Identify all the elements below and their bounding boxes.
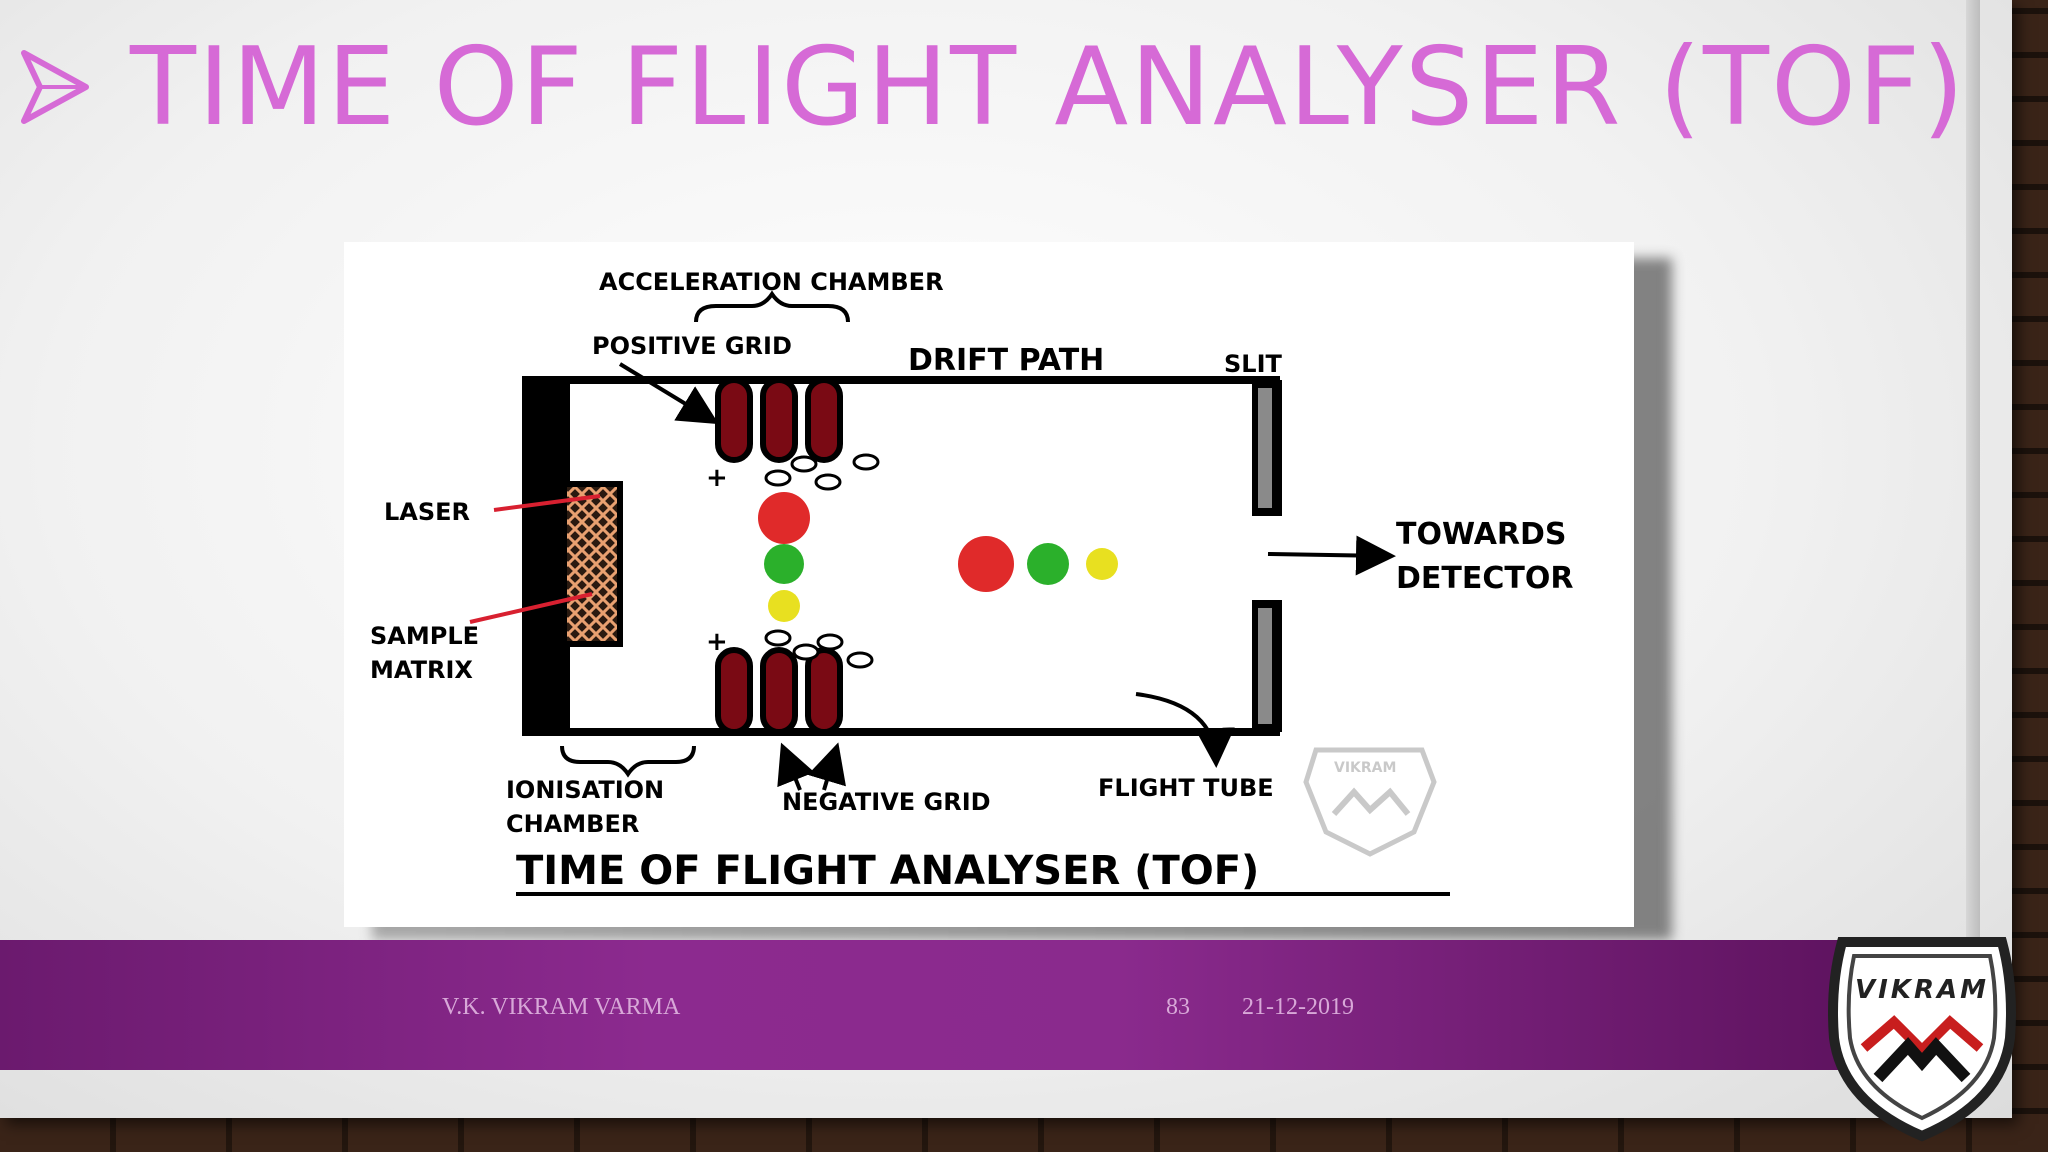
logo-mark-red (1860, 1015, 1984, 1058)
slit-lower-inner (1258, 608, 1272, 724)
label-towards: TOWARDS (1396, 517, 1567, 552)
label-acceleration-chamber: ACCELERATION CHAMBER (599, 268, 944, 296)
label-detector: DETECTOR (1396, 561, 1573, 596)
ion-light-drift (1086, 548, 1118, 580)
arrow-bullet-icon (21, 50, 89, 124)
caption-underline (516, 892, 1450, 896)
line-sample-matrix (469, 592, 593, 624)
line-laser (493, 494, 601, 512)
title-row: TIME OF FLIGHT ANALYSER (TOF) (20, 22, 1966, 152)
footer-date: 21-12-2019 (1242, 994, 1354, 1020)
arrow-towards-detector (1267, 535, 1396, 576)
arrow-positive-grid (618, 362, 719, 425)
slit-upper-inner (1258, 388, 1272, 508)
watermark-text: VIKRAM (1334, 760, 1396, 776)
diagram-caption: TIME OF FLIGHT ANALYSER (TOF) (516, 848, 1259, 894)
electron-symbols (764, 453, 880, 669)
label-ionisation: IONISATION (506, 776, 664, 804)
ion-light-accel (768, 590, 800, 622)
ion-heavy-drift (958, 536, 1014, 592)
label-positive-grid: POSITIVE GRID (592, 332, 792, 360)
ion-heavy-accel (758, 492, 810, 544)
label-matrix: MATRIX (370, 656, 473, 684)
tof-diagram: + + ACCELERATION CHAMBER POSITIVE GRID D… (344, 242, 1634, 927)
logo-text: VIKRAM (1855, 975, 1989, 1005)
arrow-flight-tube (1135, 692, 1235, 768)
tof-diagram-svg: + + ACCELERATION CHAMBER POSITIVE GRID D… (370, 268, 1573, 896)
vikram-shield-logo: VIKRAM (1828, 937, 2016, 1142)
slide-edge (1966, 0, 1980, 1086)
footer-author: V.K. VIKRAM VARMA (442, 994, 681, 1020)
watermark-logo: VIKRAM (1303, 747, 1437, 857)
footer-page-number: 83 (1166, 994, 1190, 1020)
plus-sign-top: + (706, 463, 728, 493)
arrow-negative-grid-1 (777, 742, 815, 791)
label-flight-tube: FLIGHT TUBE (1098, 774, 1274, 802)
brace-acceleration (694, 290, 850, 323)
positive-grid (715, 377, 843, 463)
label-drift-path: DRIFT PATH (908, 343, 1104, 378)
label-laser: LASER (384, 498, 470, 526)
slide: TIME OF FLIGHT ANALYSER (TOF) (0, 0, 2012, 1118)
footer-band (0, 940, 1860, 1070)
label-slit: SLIT (1224, 350, 1283, 378)
label-sample: SAMPLE (370, 622, 479, 650)
tube-top-wall-right (1134, 376, 1280, 384)
negative-grid (715, 647, 843, 735)
arrow-negative-grid-2 (807, 742, 846, 791)
label-negative-grid: NEGATIVE GRID (782, 788, 991, 816)
plus-sign-bottom: + (706, 627, 728, 657)
sample-matrix (561, 481, 623, 647)
label-chamber: CHAMBER (506, 810, 639, 838)
ion-medium-drift (1027, 543, 1069, 585)
brace-ionisation (560, 745, 696, 778)
logo-mark-black (1873, 1037, 1971, 1083)
slide-title: TIME OF FLIGHT ANALYSER (TOF) (130, 24, 1967, 150)
ion-medium-accel (764, 544, 804, 584)
